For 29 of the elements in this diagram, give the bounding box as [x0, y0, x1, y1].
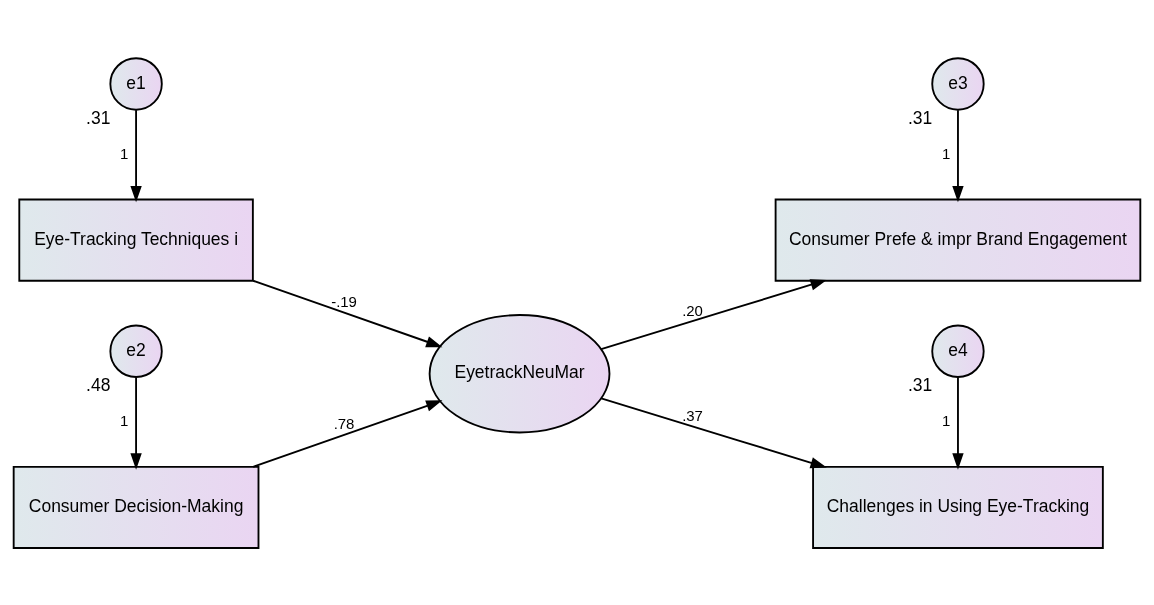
node-circle: e1: [109, 56, 163, 111]
arrow: [600, 278, 827, 350]
node-box: Consumer Decision-Making: [12, 465, 260, 549]
edge-label: 1: [941, 411, 951, 429]
node-box: Eye-Tracking Techniques i: [18, 198, 254, 282]
arrow: [600, 397, 827, 468]
node-label: .31: [907, 374, 933, 395]
arrow: [252, 399, 443, 468]
arrow: [952, 108, 964, 202]
edge-label: .78: [333, 414, 355, 432]
node-circle: e3: [931, 56, 985, 111]
arrow: [952, 376, 964, 470]
node-label: .48: [86, 374, 111, 395]
arrow: [130, 108, 142, 202]
node-label: .31: [907, 107, 933, 128]
edge-label: -.19: [331, 292, 357, 310]
node-circle: e4: [931, 324, 985, 378]
edge-label: 1: [941, 144, 951, 162]
arrow: [252, 279, 443, 347]
arrow: [130, 376, 142, 470]
edge-label: .37: [682, 406, 703, 424]
edge-label: 1: [120, 144, 129, 162]
node-circle: e2: [109, 324, 163, 378]
node-label: .31: [86, 107, 111, 128]
edge-label: 1: [120, 411, 129, 429]
edge-label: .20: [682, 301, 703, 319]
node-ellipse: EyetrackNeuMar: [428, 313, 611, 433]
node-box: Consumer Prefe & impr Brand Engagement: [774, 198, 1142, 282]
node-box: Challenges in Using Eye-Tracking: [812, 465, 1104, 549]
